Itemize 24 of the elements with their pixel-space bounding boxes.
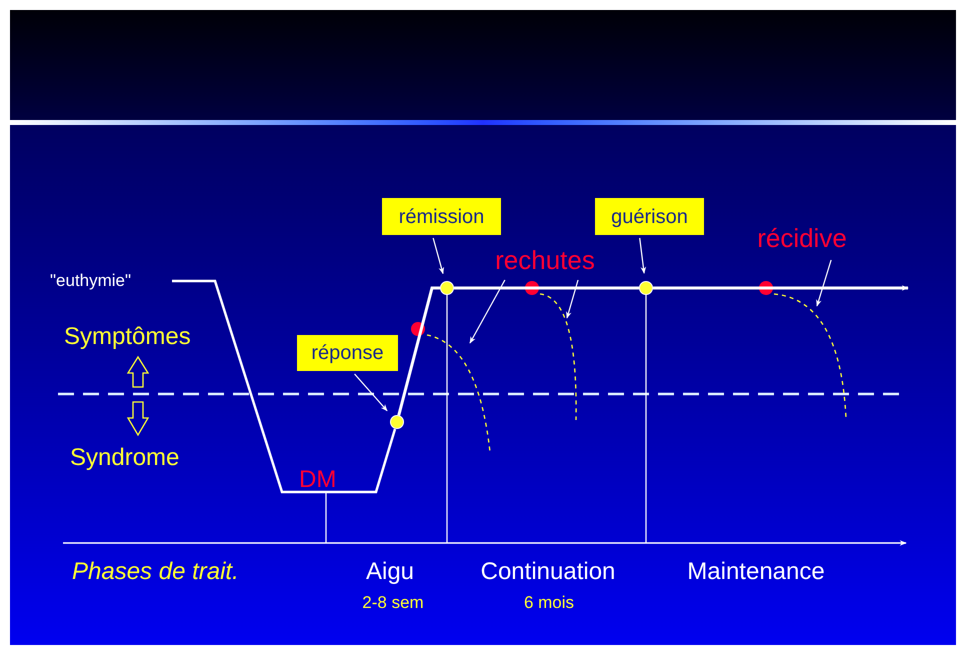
leader-arrow — [354, 374, 388, 412]
course-line — [653, 285, 909, 291]
leader-arrow — [816, 260, 832, 307]
course-line — [397, 286, 440, 416]
event-label: récidive — [750, 222, 854, 254]
phase-label: Aigu — [366, 557, 414, 587]
axis-title: Phases de trait. — [72, 557, 239, 587]
axis-label: Symptômes — [64, 322, 191, 352]
event-label: rechutes — [486, 246, 604, 274]
state-label: "euthymie" — [50, 270, 132, 292]
course-line — [454, 286, 639, 290]
leader-arrow — [469, 280, 506, 344]
milestone-tag: rémission — [382, 198, 501, 235]
leader-arrow — [566, 280, 579, 319]
leader-arrow — [639, 238, 646, 274]
milestone-tag: réponse — [297, 335, 398, 371]
milestone-tag: guérison — [595, 198, 704, 235]
duration-label: 6 mois — [524, 592, 574, 614]
duration-label: 2-8 sem — [362, 592, 424, 614]
axis-label: Syndrome — [70, 443, 180, 473]
phase-label: Continuation — [480, 557, 616, 587]
episode-label: DM — [299, 465, 336, 495]
leader-arrow — [432, 238, 444, 274]
phase-label: Maintenance — [687, 557, 825, 587]
